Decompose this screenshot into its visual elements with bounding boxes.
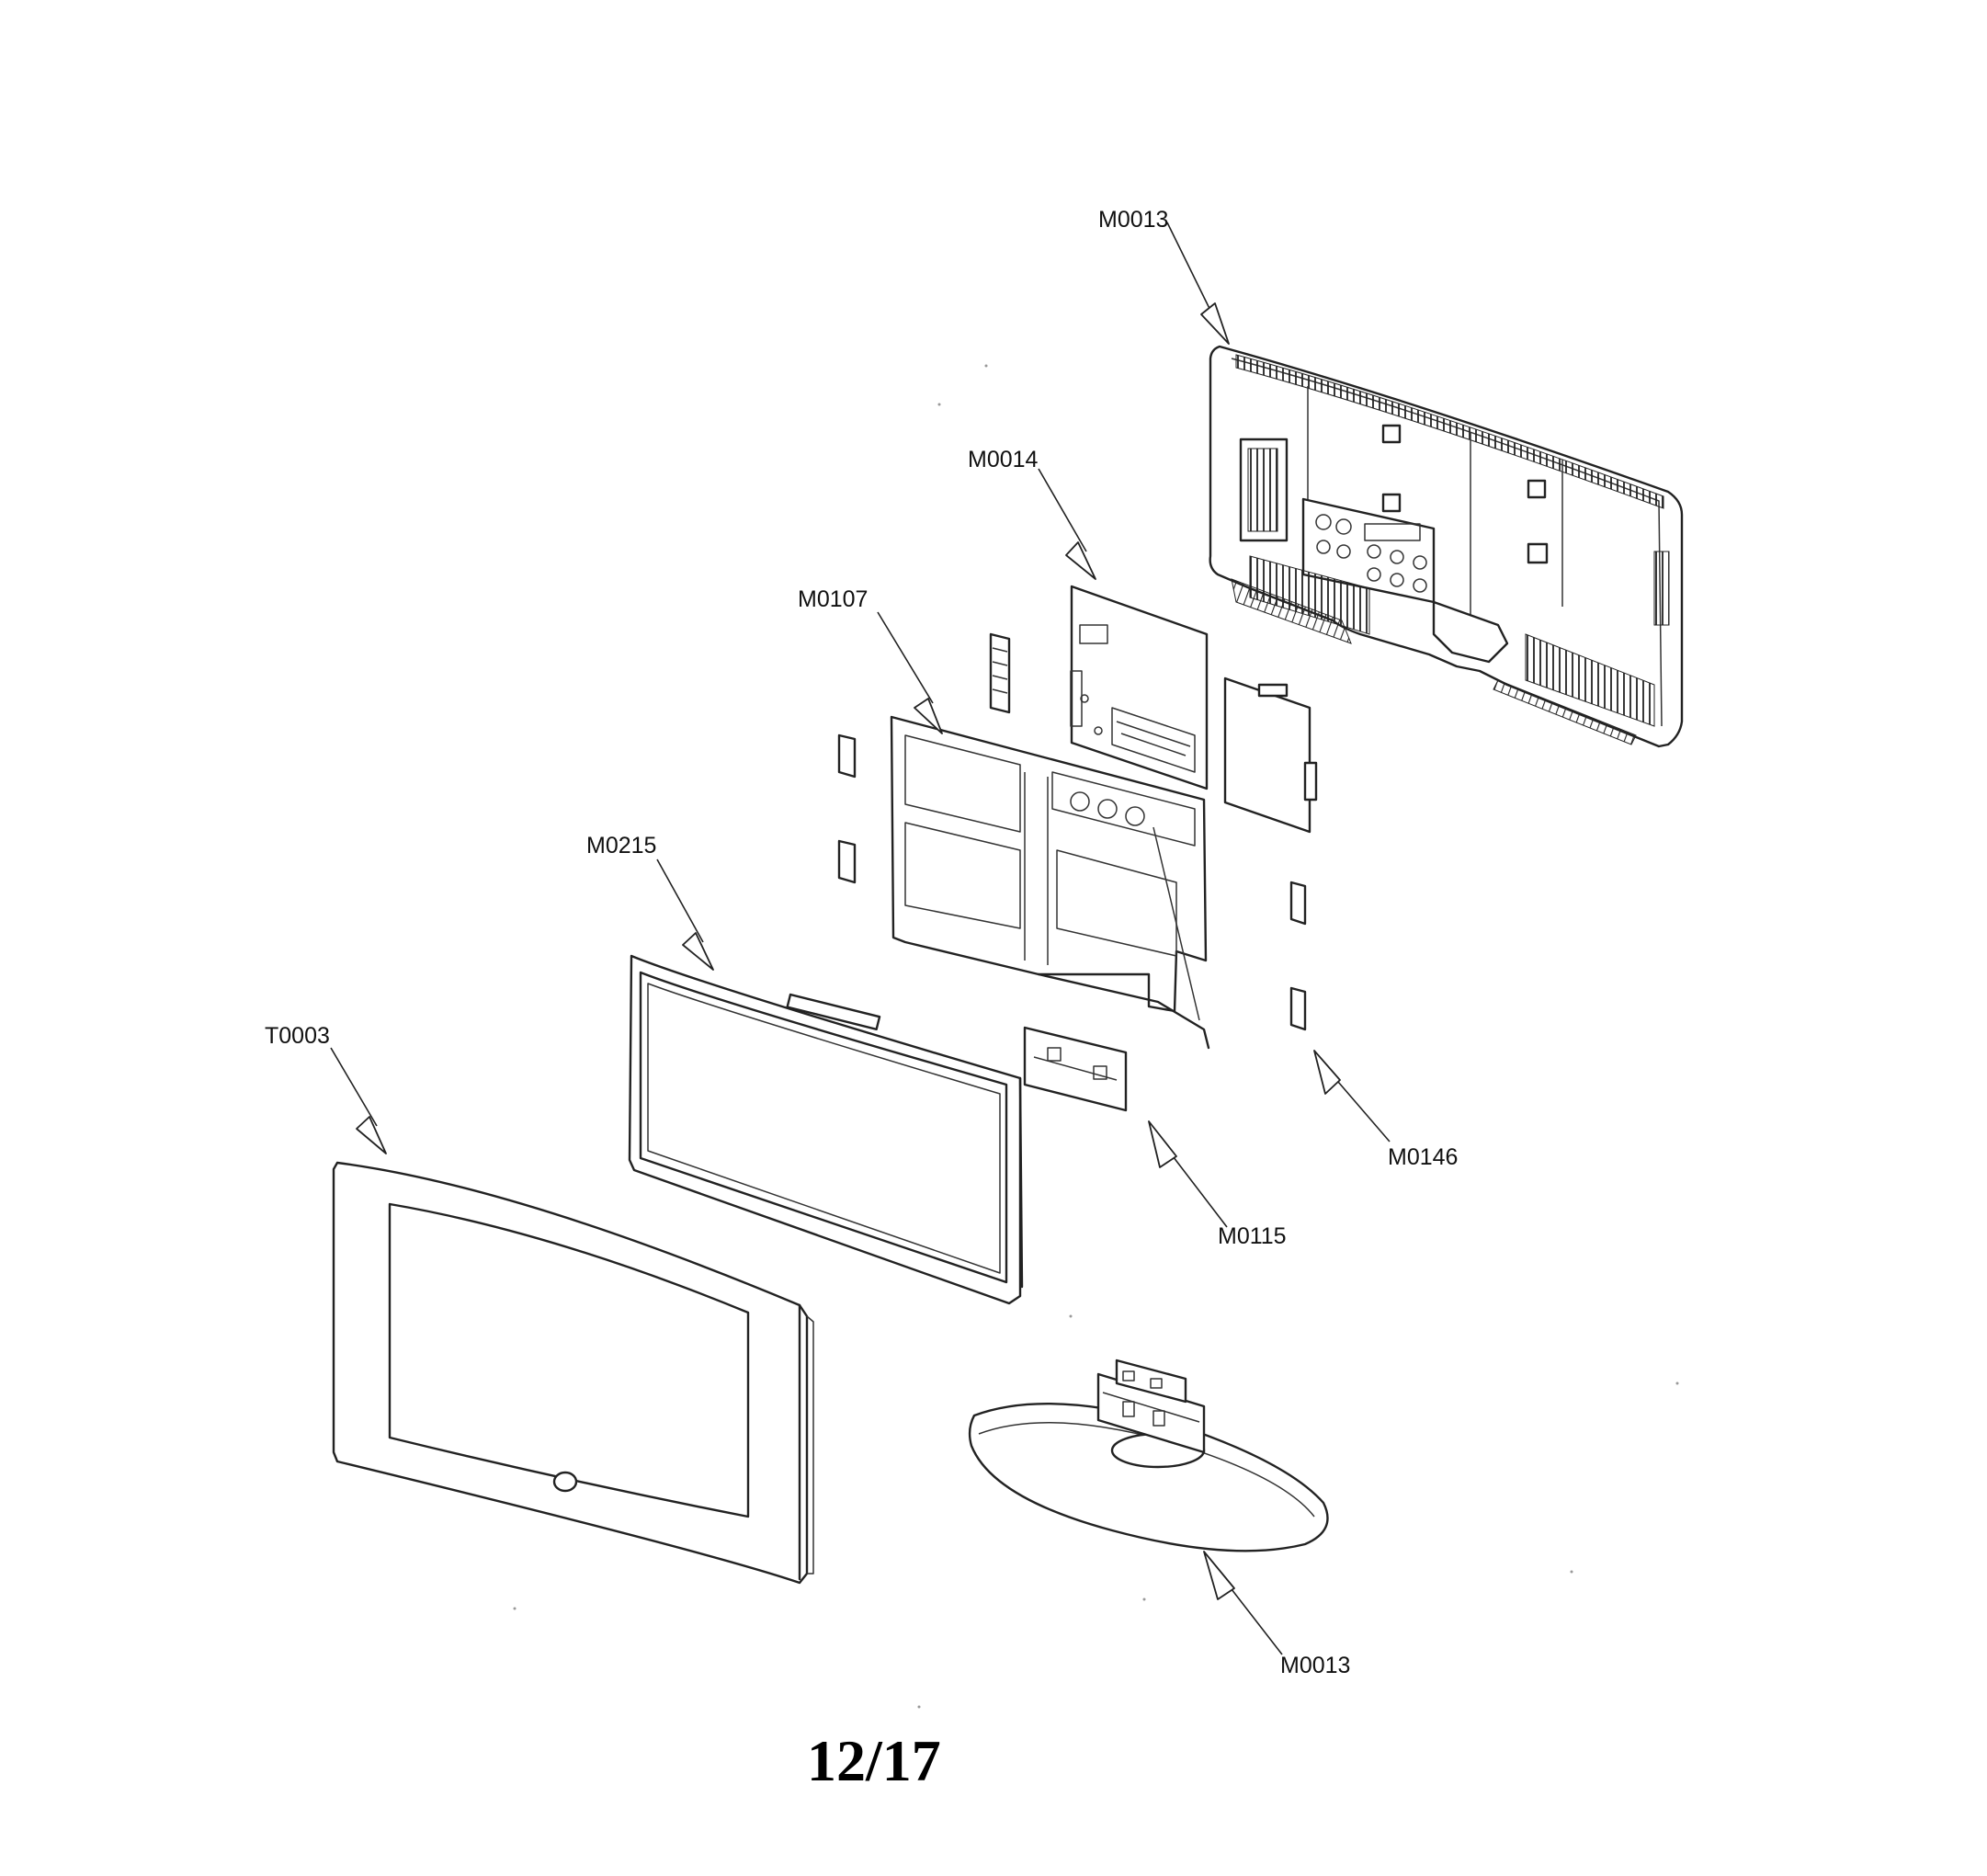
page-number: 12/17 <box>807 1728 941 1793</box>
stand-base <box>968 1359 1329 1552</box>
power-board <box>1223 676 1318 834</box>
side-bracket-left <box>989 632 1011 714</box>
chassis-frame <box>837 715 1210 1050</box>
label-t0003: T0003 <box>265 1023 330 1049</box>
front-bezel <box>332 1161 814 1585</box>
label-m0146: M0146 <box>1388 1144 1458 1170</box>
main-board <box>1070 585 1209 790</box>
clips-m0146 <box>1289 881 1307 1031</box>
label-m0215: M0215 <box>586 833 656 858</box>
label-m0115: M0115 <box>1218 1223 1287 1249</box>
leader-lines <box>330 222 1391 1655</box>
back-cover <box>1209 345 1684 748</box>
label-m0014: M0014 <box>968 447 1039 472</box>
scan-dots <box>513 364 1679 1709</box>
bracket-m0115 <box>1023 1026 1128 1112</box>
lcd-panel <box>628 954 1024 1305</box>
label-m0107: M0107 <box>798 586 868 612</box>
label-m0013-bottom: M0013 <box>1280 1653 1350 1678</box>
label-m0013-top: M0013 <box>1098 207 1168 233</box>
